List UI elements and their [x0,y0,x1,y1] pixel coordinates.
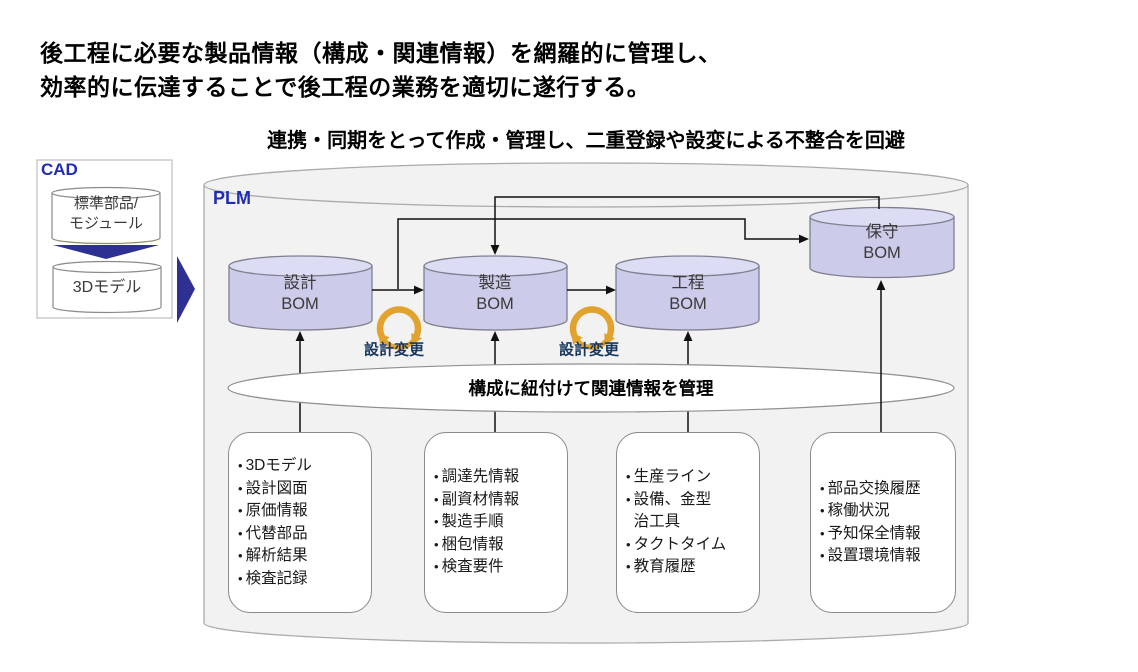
bullet-glyph: • [434,514,439,530]
diagram-subtitle: 連携・同期をとって作成・管理し、二重登録や設変による不整合を回避 [267,130,905,152]
bullet-glyph: • [238,480,243,496]
info-item: •製造手順 [434,511,561,534]
bom-label-manufacturing: 製造 BOM [476,274,514,313]
info-list: •生産ライン•設備、金型 治工具•タクトタイム•教育履歴 [626,466,753,579]
bullet-glyph: • [820,503,825,518]
info-item-label: 予知保全情報 [827,524,921,542]
info-item-label: 設計図面 [245,479,308,497]
info-item-label: 調達先情報 [441,468,520,486]
info-list: •3Dモデル•設計図面•原価情報•代替部品•解析結果•検査記録 [238,455,365,590]
cycle-arrow-icon [569,306,616,350]
cad-cylinder-standard-parts [51,186,161,245]
info-item-label: 部品交換履歴 [827,479,921,497]
info-item: •3Dモデル [238,455,365,478]
info-item: •梱包情報 [434,534,561,557]
info-list: •調達先情報•副資材情報•製造手順•梱包情報•検査要件 [434,466,561,579]
info-box-maintenance: •部品交換履歴•稼働状況•予知保全情報•設置環境情報 [810,432,956,613]
info-item: •タクトタイム [626,534,753,557]
cad-cylinder-3d-model-label: 3Dモデル [72,279,142,296]
info-item: •副資材情報 [434,489,561,512]
bullet-glyph: • [434,491,439,507]
info-item: •設備、金型 治工具 [626,489,753,534]
plm-container-shape [203,162,969,644]
info-item: •設置環境情報 [820,545,949,568]
info-item: •検査記録 [238,568,365,591]
flow-arrow-design-to-maintenance [397,218,809,289]
bullet-glyph: • [238,458,243,473]
info-item: •稼働状況 [820,500,949,523]
bom-cylinder-design [228,255,373,331]
info-item: •原価情報 [238,500,365,523]
info-item: •設計図面 [238,478,365,501]
bullet-glyph: • [434,536,439,552]
bullet-glyph: • [238,525,243,541]
info-item: •教育履歴 [626,556,753,579]
info-item-label: 解析結果 [245,547,308,564]
info-item: •予知保全情報 [820,523,949,546]
info-item-label: 副資材情報 [441,490,520,508]
bom-cylinder-process [615,255,760,331]
info-item-label: 稼働状況 [827,502,890,519]
bullet-glyph: • [238,548,243,563]
info-item: •検査要件 [434,556,561,579]
info-item-label: 代替部品 [245,524,308,542]
related-info-ellipse [227,363,955,413]
info-item-label: 梱包情報 [441,535,504,553]
bom-cylinder-maintenance [809,206,955,279]
info-box-design: •3Dモデル•設計図面•原価情報•代替部品•解析結果•検査記録 [228,432,372,613]
page-title: 後工程に必要な製品情報（構成・関連情報）を網羅的に管理し、 効率的に伝達すること… [40,36,722,104]
info-item-label: 設備、金型 治工具 [633,490,712,531]
right-arrow-icon [177,256,195,323]
down-chevron-icon [53,245,159,259]
flow-arrow-maintenance-to-manufacturing [490,196,880,255]
info-item-label: 検査要件 [441,558,504,576]
title-line-1: 後工程に必要な製品情報（構成・関連情報）を網羅的に管理し、 [40,40,722,66]
info-item-label: 設置環境情報 [827,547,921,564]
design-change-label: 設計変更 [363,341,425,359]
bullet-glyph: • [626,536,631,552]
design-change-label: 設計変更 [558,341,620,359]
bullet-glyph: • [238,570,243,586]
bullet-glyph: • [434,559,439,575]
bullet-glyph: • [626,491,631,507]
info-list: •部品交換履歴•稼働状況•予知保全情報•設置環境情報 [820,478,949,568]
cad-panel-label: CAD [41,160,78,179]
info-item: •生産ライン [626,466,753,489]
info-item-label: 生産ライン [633,468,712,486]
cad-cylinder-standard-parts-label: 標準部品/ モジュール [69,195,143,232]
info-item: •部品交換履歴 [820,478,949,501]
info-box-manufacturing: •調達先情報•副資材情報•製造手順•梱包情報•検査要件 [424,432,568,613]
cycle-arrow-icon [376,306,423,350]
bullet-glyph: • [820,548,825,563]
info-item-label: 原価情報 [245,502,308,519]
info-item-label: 3Dモデル [245,457,312,474]
info-item-label: 製造手順 [441,513,504,531]
bom-label-maintenance: 保守 BOM [863,223,901,262]
bullet-glyph: • [820,480,825,496]
info-item-label: 検査記録 [245,569,308,587]
info-box-process: •生産ライン•設備、金型 治工具•タクトタイム•教育履歴 [616,432,760,613]
info-item: •調達先情報 [434,466,561,489]
bullet-glyph: • [626,469,631,485]
bom-label-design: 設計 BOM [281,274,319,313]
bullet-glyph: • [434,469,439,485]
bullet-glyph: • [238,503,243,518]
bullet-glyph: • [820,525,825,541]
plm-container-label: PLM [213,188,251,208]
cad-cylinder-3d-model [52,260,162,314]
bullet-glyph: • [626,559,631,575]
bom-cylinder-manufacturing [423,255,568,331]
info-item-label: タクトタイム [633,535,727,553]
info-item: •解析結果 [238,545,365,568]
title-line-2: 効率的に伝達することで後工程の業務を適切に遂行する。 [40,74,651,100]
info-item-label: 教育履歴 [633,558,696,576]
info-item: •代替部品 [238,523,365,546]
bom-label-process: 工程 BOM [669,274,707,313]
related-info-ellipse-label: 構成に紐付けて関連情報を管理 [468,378,714,399]
